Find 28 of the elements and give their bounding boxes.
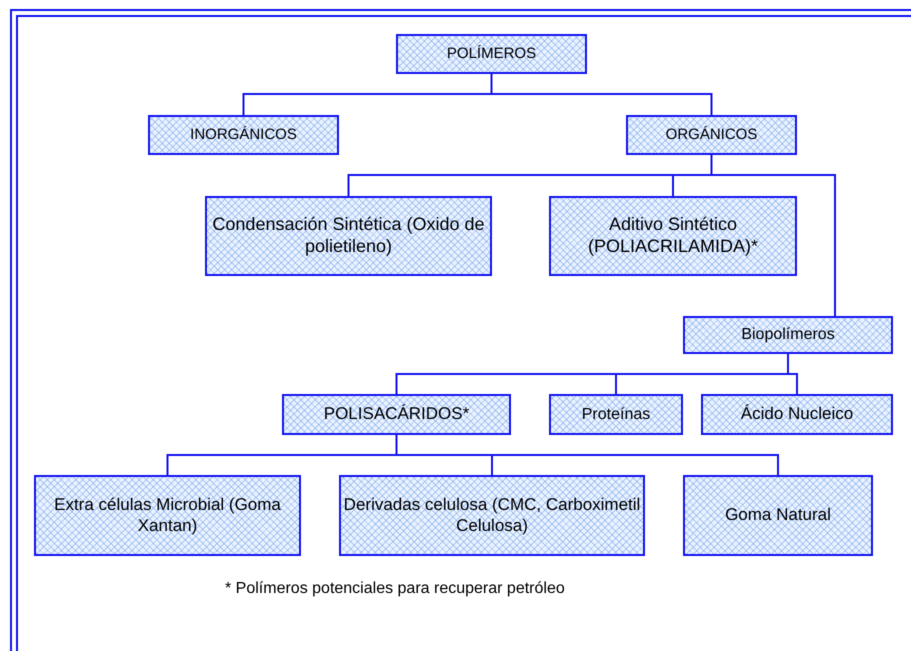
box-label: Aditivo Sintético (POLIACRILAMIDA)* <box>586 214 760 258</box>
category-box <box>205 196 492 276</box>
box-label: Extra células Microbial (Goma Xantan) <box>53 495 282 536</box>
box-label: Biopolímeros <box>741 325 835 345</box>
box-label: POLÍMEROS <box>446 45 536 63</box>
connector-line <box>396 435 779 475</box>
category-box <box>148 115 339 155</box>
box-label: Derivadas celulosa (CMC, Carboximetil Celulosa) <box>342 495 642 536</box>
category-box <box>34 475 301 556</box>
box-label: Goma Natural <box>725 505 831 526</box>
category-box <box>626 115 797 155</box>
box-label: Condensación Sintética (Oxido de polietileno) <box>211 214 486 258</box>
category-box <box>683 316 893 354</box>
box-label: ORGÁNICOS <box>666 126 758 144</box>
connector-line <box>490 74 712 115</box>
footnote: * Polímeros potenciales para recuperar petróleo <box>225 580 565 598</box>
category-box <box>396 34 587 74</box>
box-label: INORGÁNICOS <box>190 126 297 144</box>
category-box <box>683 475 873 556</box>
category-box <box>339 475 645 556</box>
category-box <box>282 394 511 435</box>
category-box <box>549 394 683 435</box>
connector-line <box>787 354 798 394</box>
box-label: Proteínas <box>582 404 650 424</box>
category-box <box>701 394 893 435</box>
category-box <box>549 196 797 276</box>
box-label: Ácido Nucleico <box>740 404 854 425</box>
box-label: POLISACÁRIDOS* <box>324 404 470 425</box>
